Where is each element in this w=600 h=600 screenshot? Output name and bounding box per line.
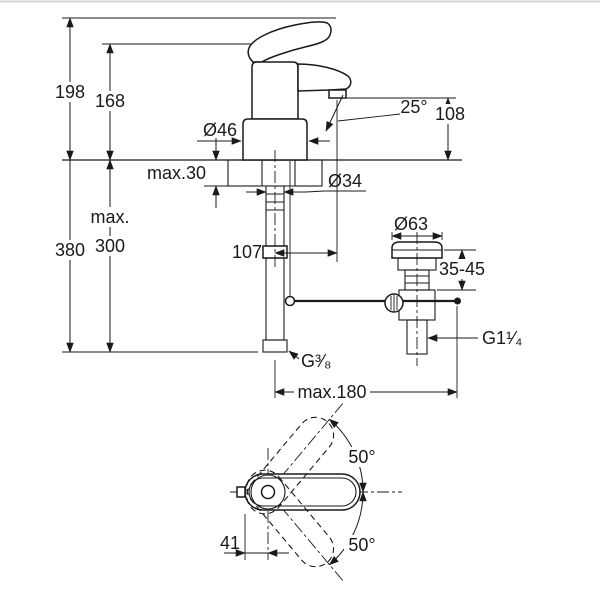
dim-41-label: 41	[220, 533, 240, 553]
dimension-168-300: 168 max. 300	[88, 43, 132, 353]
annotation-waste-thread: G1¹⁄₄	[427, 328, 522, 348]
rod-tip	[454, 297, 461, 305]
swing-axis-upper	[280, 401, 345, 478]
top-view: 50° 50° 41	[220, 401, 402, 583]
spout-aerator	[328, 89, 347, 99]
dim-g114-label: G1¹⁄₄	[482, 328, 522, 348]
dim-108-label: 108	[435, 104, 465, 124]
rod-ball-joint	[284, 295, 296, 307]
dim-168-label: 168	[95, 91, 125, 111]
shank-and-hose	[262, 150, 288, 353]
dimension-deck-thickness: max.30	[147, 138, 220, 208]
dim-50deg-upper-label: 50°	[348, 447, 375, 467]
side-view: 198 380 168 max. 300 Ø46	[51, 17, 522, 402]
dimension-swing-lower: 50°	[328, 491, 380, 566]
handle-front-nub	[236, 486, 246, 498]
dim-25deg-label: 25°	[400, 97, 427, 117]
dimension-basin-range: 35-45	[437, 249, 486, 291]
dim-d63-label: Ø63	[394, 214, 428, 234]
dim-3545-label: 35-45	[439, 259, 485, 279]
dimension-spout-height: 108	[431, 97, 469, 161]
cartridge-circle	[250, 474, 286, 510]
dim-max-label: max.	[90, 207, 129, 227]
faucet-base	[242, 118, 308, 161]
faucet-spout	[297, 63, 352, 92]
pivot-circle	[260, 484, 276, 500]
dimension-base-diameter: Ø46	[197, 120, 330, 145]
pop-up-rod	[284, 161, 461, 307]
dimension-rod-reach: max.180	[274, 306, 458, 402]
dim-d34-label: Ø34	[328, 171, 362, 191]
swing-axis-lower	[280, 506, 345, 583]
dimension-swing-upper: 50°	[328, 418, 380, 493]
supply-hose	[265, 257, 285, 341]
faucet-lever	[247, 21, 332, 63]
dim-380-label: 380	[55, 240, 85, 260]
dim-198-label: 198	[55, 82, 85, 102]
dim-107-label: 107	[232, 242, 262, 262]
dimension-flange-diameter: Ø63	[391, 214, 443, 240]
dimension-shank-diameter: Ø34	[246, 171, 366, 196]
dim-max180-label: max.180	[297, 382, 366, 402]
annotation-spout-angle: 25°	[325, 94, 428, 132]
hose-end-fitting	[262, 339, 288, 353]
dim-g38-label: G³⁄₈	[301, 351, 331, 371]
dimension-spout-reach: 107	[232, 100, 338, 262]
dim-50deg-lower-label: 50°	[348, 535, 375, 555]
dim-300-label: 300	[95, 236, 125, 256]
dim-d46-label: Ø46	[203, 120, 237, 140]
dimension-lever-offset: 41	[220, 514, 289, 560]
dimension-198-380: 198 380	[51, 17, 89, 353]
dim-max30-label: max.30	[147, 163, 206, 183]
pop-up-waste	[384, 232, 443, 366]
annotation-hose-thread: G³⁄₈	[288, 350, 331, 371]
faucet-body	[251, 61, 299, 120]
faucet	[242, 21, 352, 161]
